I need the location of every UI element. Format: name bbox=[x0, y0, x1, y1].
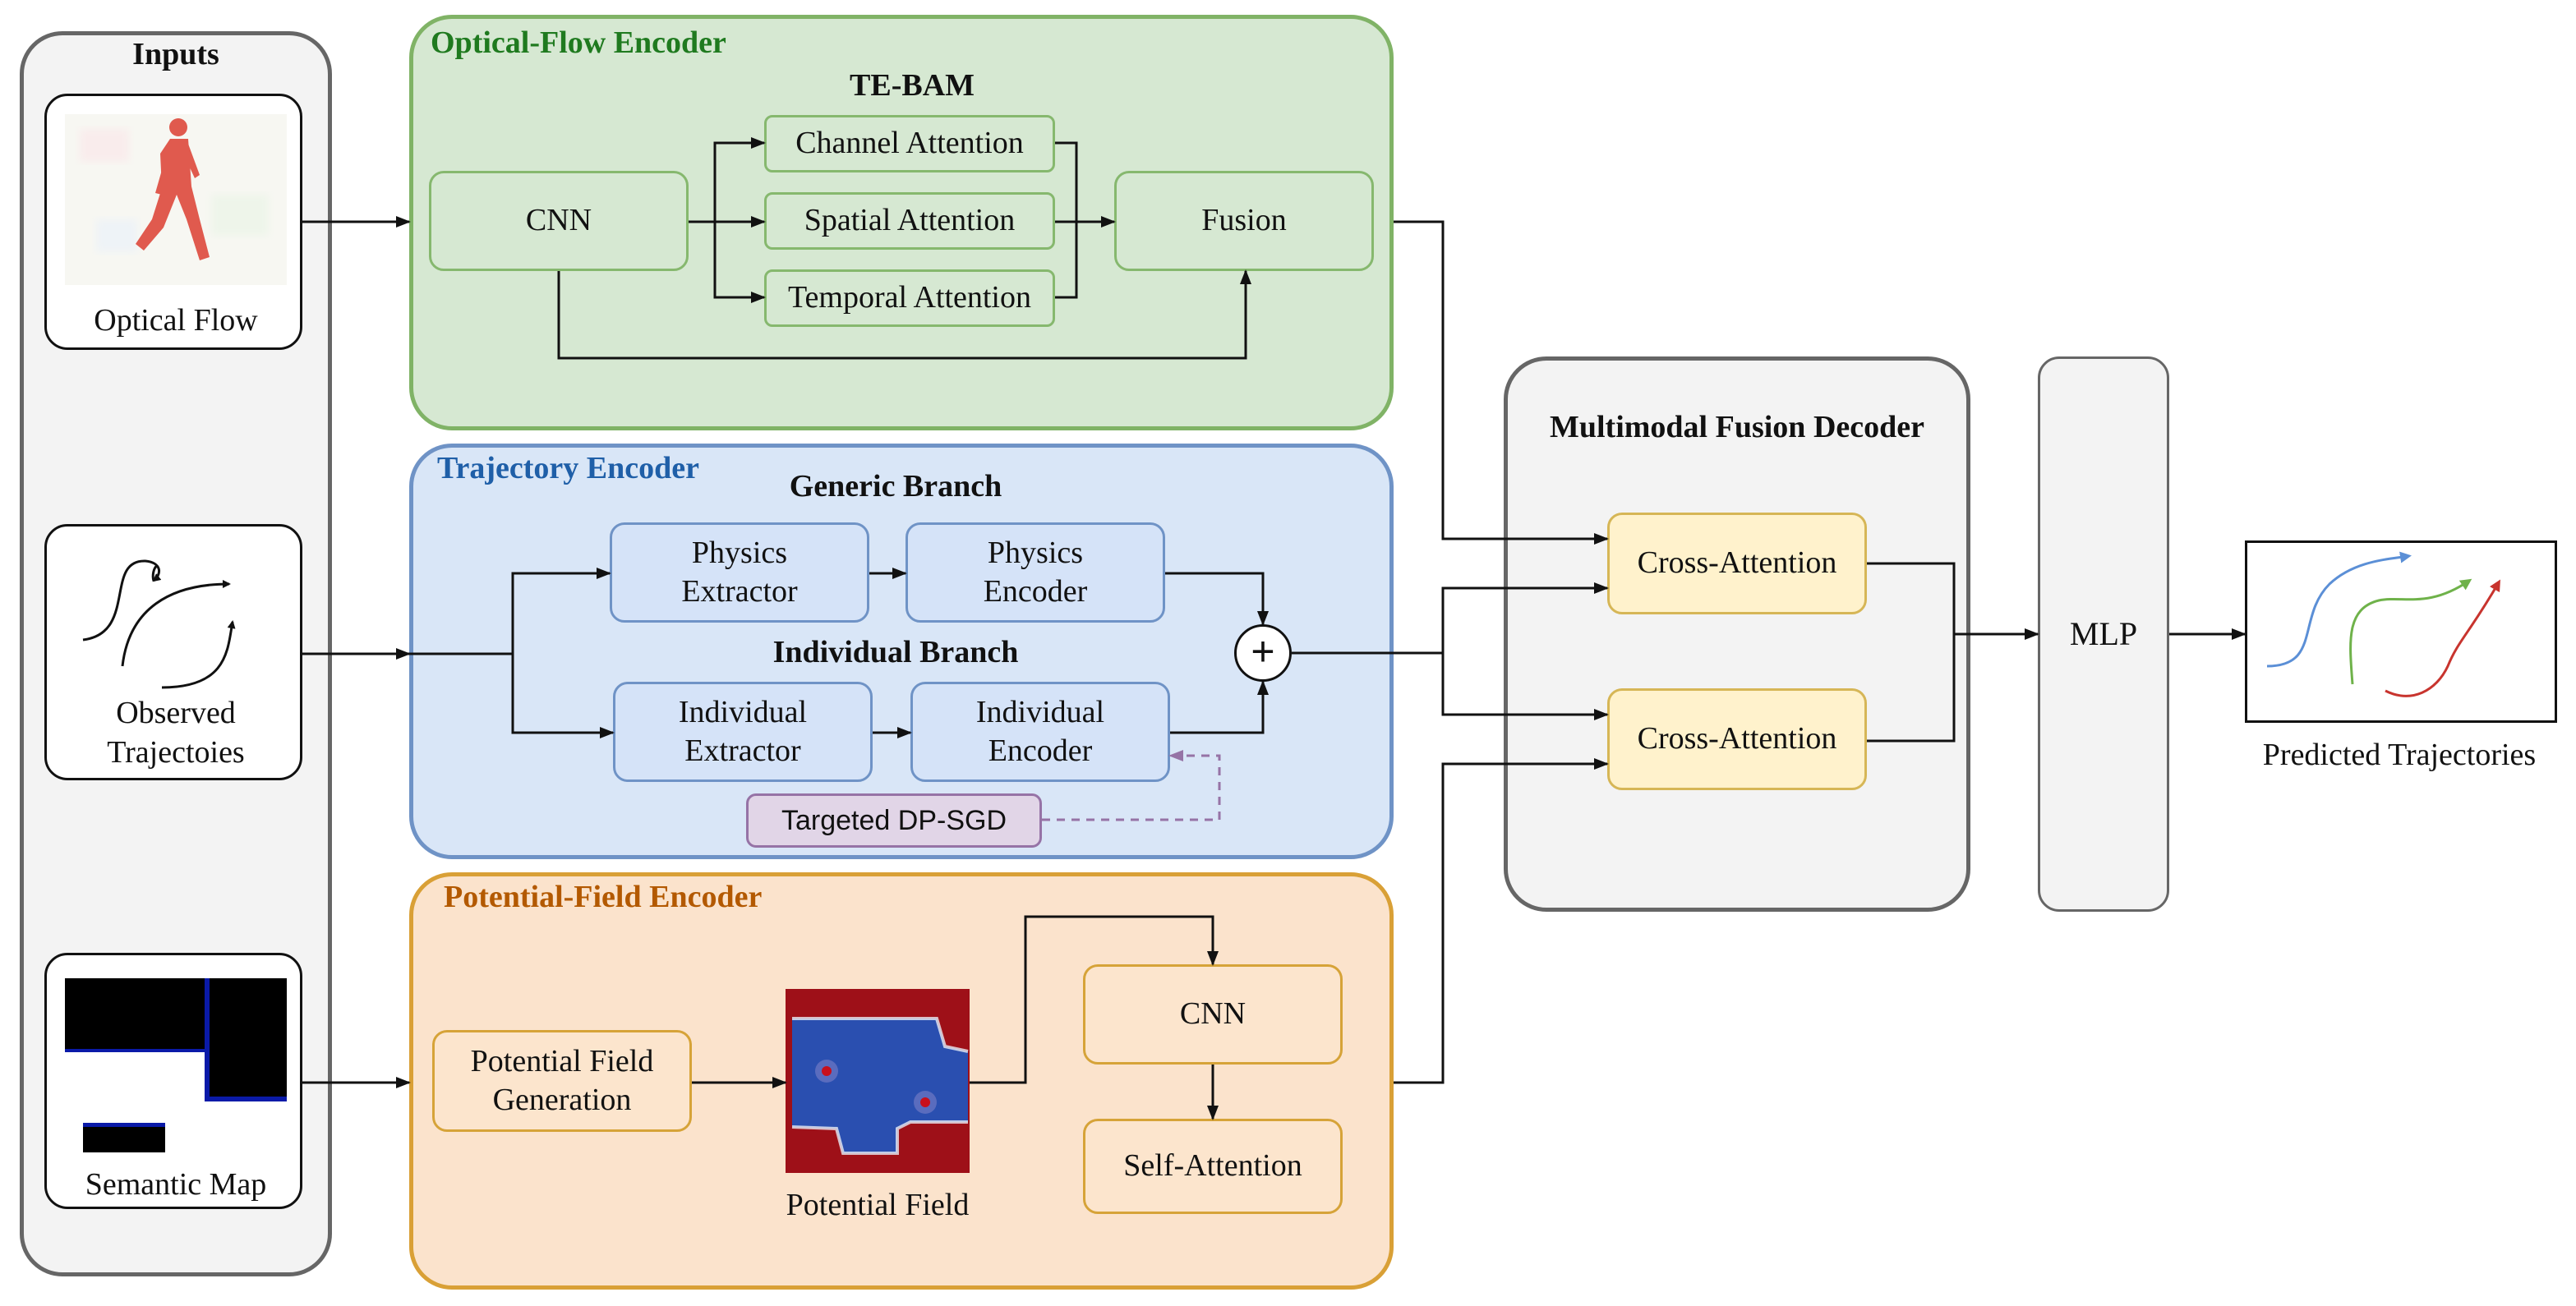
individual-encoder-box: Individual Encoder bbox=[910, 682, 1170, 782]
sum-symbol: + bbox=[1251, 628, 1275, 674]
self-attention-box: Self-Attention bbox=[1083, 1119, 1343, 1214]
observed-trajectories-card: Observed Trajectoies bbox=[44, 524, 302, 780]
self-attention-label: Self-Attention bbox=[1123, 1148, 1302, 1184]
cross-attention-box-1: Cross-Attention bbox=[1607, 513, 1867, 614]
spatial-attention-label: Spatial Attention bbox=[804, 203, 1016, 238]
potential-field-generation-label: Potential Field Generation bbox=[470, 1043, 654, 1118]
of-cnn-label: CNN bbox=[525, 203, 592, 238]
mlp-label: MLP bbox=[2069, 615, 2138, 652]
potential-field-label: Potential Field bbox=[786, 1188, 970, 1222]
individual-encoder-label: Individual Encoder bbox=[975, 694, 1105, 769]
semantic-map-card: Semantic Map bbox=[44, 953, 302, 1209]
physics-extractor-box: Physics Extractor bbox=[610, 522, 869, 623]
trajectory-encoder-title: Trajectory Encoder bbox=[437, 451, 700, 485]
predicted-trajectories-image bbox=[2266, 551, 2501, 697]
te-bam-title: TE-BAM bbox=[850, 68, 975, 103]
observed-trajectories-label: Observed Trajectoies bbox=[107, 696, 245, 770]
predicted-trajectories-label: Predicted Trajectories bbox=[2262, 738, 2537, 772]
trajectory-sketch-icon bbox=[82, 559, 236, 689]
potential-field-encoder-title: Potential-Field Encoder bbox=[444, 880, 763, 914]
physics-encoder-box: Physics Encoder bbox=[906, 522, 1165, 623]
cross-attention-label-1: Cross-Attention bbox=[1637, 545, 1837, 581]
of-cnn-box: CNN bbox=[429, 171, 689, 271]
cross-attention-box-2: Cross-Attention bbox=[1607, 688, 1867, 790]
physics-encoder-label: Physics Encoder bbox=[983, 535, 1088, 609]
predicted-trajectories-card bbox=[2245, 540, 2557, 723]
individual-branch-title: Individual Branch bbox=[772, 635, 1019, 669]
physics-extractor-label: Physics Extractor bbox=[681, 535, 798, 609]
generic-branch-title: Generic Branch bbox=[789, 469, 1002, 504]
pf-cnn-label: CNN bbox=[1179, 996, 1247, 1032]
potential-field-generation-box: Potential Field Generation bbox=[432, 1030, 692, 1132]
decoder-panel bbox=[1504, 356, 1970, 912]
optical-flow-card: Optical Flow bbox=[44, 94, 302, 350]
targeted-dp-sgd-label: Targeted DP-SGD bbox=[781, 804, 1007, 836]
semantic-map-label: Semantic Map bbox=[85, 1167, 267, 1202]
spatial-attention-box: Spatial Attention bbox=[764, 192, 1055, 250]
potential-field-image bbox=[786, 989, 970, 1173]
temporal-attention-label: Temporal Attention bbox=[787, 280, 1031, 315]
trajectory-encoder-panel bbox=[409, 444, 1394, 859]
semantic-map-image bbox=[65, 978, 287, 1152]
optical-flow-encoder-title: Optical-Flow Encoder bbox=[431, 25, 726, 60]
decoder-title: Multimodal Fusion Decoder bbox=[1550, 410, 1924, 444]
channel-attention-box: Channel Attention bbox=[764, 115, 1055, 172]
channel-attention-label: Channel Attention bbox=[795, 126, 1024, 161]
cross-attention-label-2: Cross-Attention bbox=[1637, 721, 1837, 756]
walking-person-image bbox=[65, 114, 287, 285]
individual-extractor-label: Individual Extractor bbox=[678, 694, 808, 769]
targeted-dp-sgd-box: Targeted DP-SGD bbox=[746, 793, 1042, 848]
individual-extractor-box: Individual Extractor bbox=[613, 682, 873, 782]
optical-flow-label: Optical Flow bbox=[94, 303, 258, 338]
fusion-label: Fusion bbox=[1201, 203, 1287, 238]
inputs-title: Inputs bbox=[132, 37, 219, 71]
